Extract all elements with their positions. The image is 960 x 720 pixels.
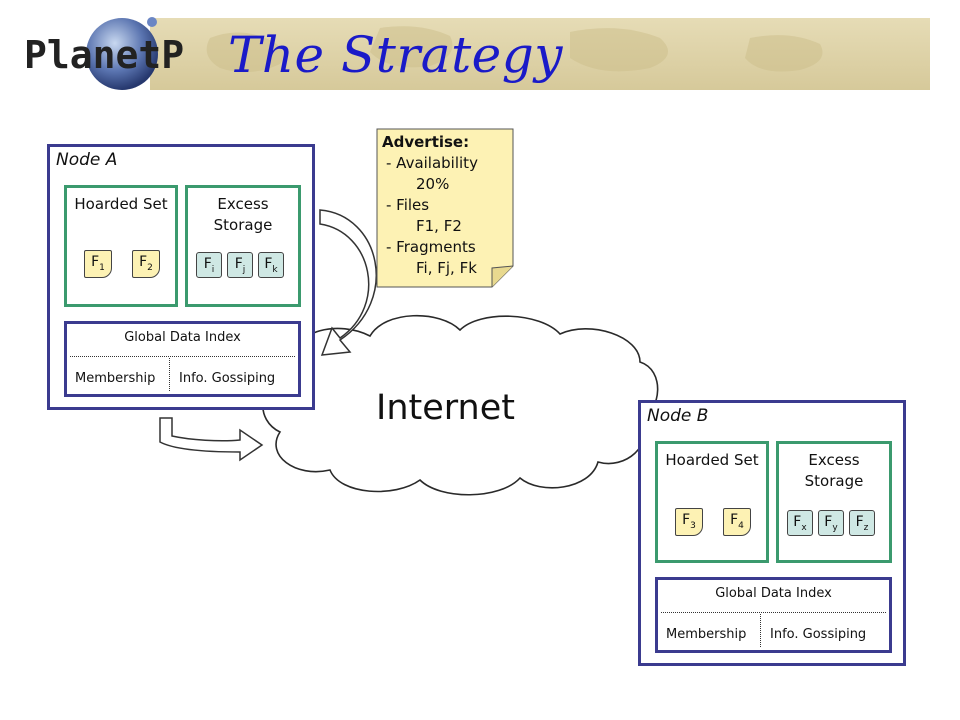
planetp-logo: PlanetP: [24, 17, 184, 90]
fragment-icon: Fi: [196, 252, 222, 278]
global-data-index: Global Data Index Membership Info. Gossi…: [64, 321, 301, 397]
advertise-arrow: [319, 209, 377, 356]
files-value: F1, F2: [416, 217, 462, 235]
internet-label: Internet: [376, 388, 515, 428]
global-data-index: Global Data Index Membership Info. Gossi…: [655, 577, 892, 653]
file-icon: F3: [675, 508, 703, 536]
file-icon: F1: [84, 250, 112, 278]
hoarded-set-title: Hoarded Set: [74, 195, 168, 213]
advertise-heading: Advertise:: [382, 133, 470, 151]
gossiping-label: Info. Gossiping: [770, 627, 867, 642]
advertise-note: [376, 128, 514, 288]
node-label: Node A: [56, 150, 118, 170]
membership-label: Membership: [75, 371, 156, 386]
send-arrow: [159, 417, 264, 462]
advertise-text: Advertise: - Availability 20% - Files F1…: [382, 132, 478, 279]
index-separator: [760, 614, 761, 647]
fragment-icon: Fx: [787, 510, 813, 536]
hoarded-set-title: Hoarded Set: [665, 451, 759, 469]
world-map-pattern: [206, 26, 823, 73]
fragment-icon: Fk: [258, 252, 284, 278]
hoarded-set: Hoarded Set F1 F2: [64, 185, 178, 307]
files-label: - Files: [386, 196, 430, 214]
title-banner: [150, 18, 930, 90]
index-divider: [70, 356, 295, 357]
fragment-icon: Fz: [849, 510, 875, 536]
fragments-value: Fi, Fj, Fk: [416, 259, 477, 277]
index-divider: [661, 612, 886, 613]
availability-value: 20%: [416, 175, 450, 193]
file-icon: F4: [723, 508, 751, 536]
fragment-icon: Fj: [227, 252, 253, 278]
availability-label: - Availability: [386, 154, 478, 172]
fragment-icon: Fy: [818, 510, 844, 536]
gossiping-label: Info. Gossiping: [179, 371, 276, 386]
node-label: Node B: [647, 406, 709, 426]
index-separator: [169, 358, 170, 391]
membership-label: Membership: [666, 627, 747, 642]
logo-text: PlanetP: [24, 33, 184, 77]
fragments-label: - Fragments: [386, 238, 476, 256]
index-title: Global Data Index: [124, 330, 241, 345]
page-title: The Strategy: [228, 26, 564, 84]
file-icon: F2: [132, 250, 160, 278]
hoarded-set: Hoarded Set F3 F4: [655, 441, 769, 563]
index-title: Global Data Index: [715, 586, 832, 601]
